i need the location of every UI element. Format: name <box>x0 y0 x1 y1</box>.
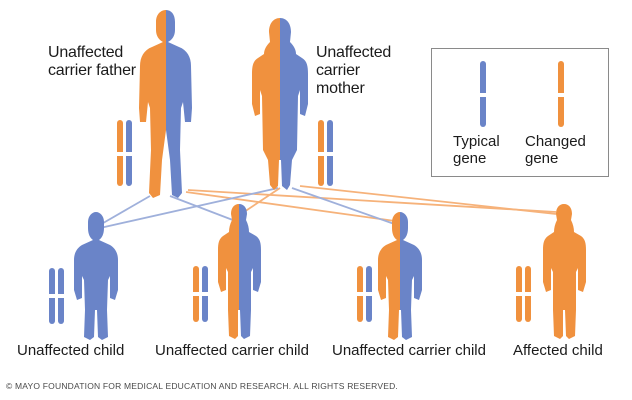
legend-typical-label: Typical gene <box>453 133 500 167</box>
mother-label: Unaffected carrier mother <box>316 44 392 97</box>
legend-box: Typical gene Changed gene <box>431 48 609 177</box>
child-4-figure <box>543 204 586 339</box>
line-father-child2 <box>169 195 239 223</box>
father-chromosome-pair <box>117 120 132 186</box>
child-1-label: Unaffected child <box>17 342 125 359</box>
line-mother-child3 <box>291 187 401 227</box>
inheritance-lines <box>97 185 557 229</box>
legend-changed-label: Changed gene <box>525 133 586 167</box>
child-1-chromosome-pair <box>49 268 64 324</box>
line-mother-child1 <box>99 187 279 229</box>
child-3-label: Unaffected carrier child <box>332 342 486 359</box>
line-mother-child2 <box>243 187 281 213</box>
copyright-notice: © MAYO FOUNDATION FOR MEDICAL EDUCATION … <box>6 381 398 391</box>
child-4-label: Affected child <box>513 342 603 359</box>
child-2-figure <box>218 204 261 339</box>
mother-figure <box>252 18 308 190</box>
father-figure <box>139 10 192 198</box>
child-2-chromosome-pair <box>193 266 208 322</box>
line-father-child3 <box>185 191 403 223</box>
line-mother-child4 <box>299 185 557 215</box>
line-father-child1 <box>97 195 151 227</box>
child-2-label: Unaffected carrier child <box>155 342 309 359</box>
father-label: Unaffected carrier father <box>48 44 136 79</box>
legend-swatches <box>480 61 564 127</box>
child-4-chromosome-pair <box>516 266 531 322</box>
child-1-figure <box>74 212 118 340</box>
mother-chromosome-pair <box>318 120 333 186</box>
child-3-figure <box>378 212 422 340</box>
child-3-chromosome-pair <box>357 266 372 322</box>
